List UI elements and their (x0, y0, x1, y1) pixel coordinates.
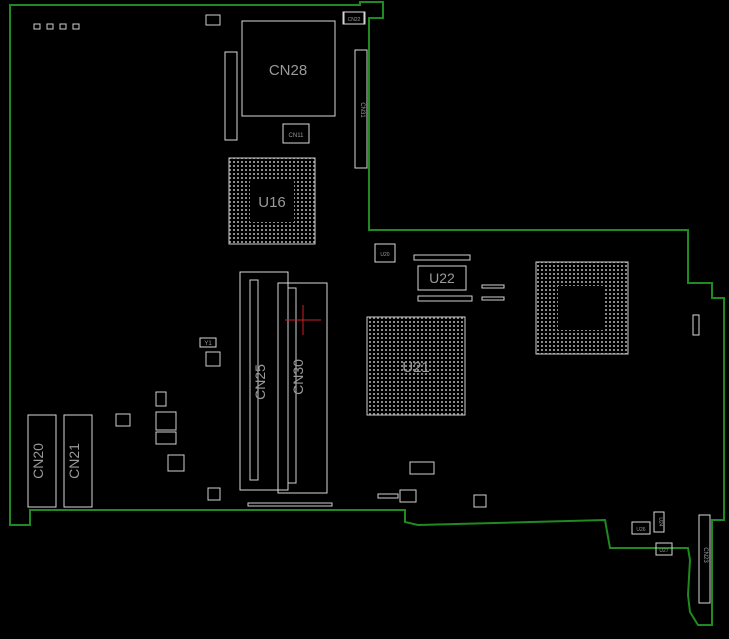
bga-right-center (558, 286, 604, 330)
component-cn11[interactable]: CN11 (282, 123, 310, 144)
component-u16[interactable]: U16 (228, 157, 316, 245)
component-cn21[interactable]: CN21 (63, 414, 93, 508)
component-u24[interactable]: U24 (653, 511, 665, 533)
cn22-label: CN22 (348, 17, 361, 23)
u16-label: U16 (258, 194, 286, 211)
u22-label: U22 (429, 270, 455, 286)
component-cn22[interactable]: CN22 (343, 11, 365, 25)
component-cn31[interactable]: CN31 (354, 49, 368, 169)
u27-label: U27 (659, 548, 668, 554)
u21-label: U21 (402, 359, 430, 376)
component-u21[interactable]: U21 (366, 316, 466, 416)
component-u22[interactable]: U22 (417, 265, 467, 291)
component-cn20[interactable]: CN20 (27, 414, 57, 508)
component-cn25[interactable]: CN25 (239, 271, 289, 491)
cn28-label: CN28 (269, 62, 307, 79)
board-outline (9, 1, 725, 626)
component-u20[interactable]: U20 (374, 243, 396, 263)
cn25-label: CN25 (252, 364, 268, 400)
cn23-label: CN23 (702, 547, 708, 563)
cn31-label: CN31 (359, 102, 365, 118)
part-right-edge (692, 314, 700, 336)
bottom-strip (247, 502, 333, 507)
u20-label: U20 (380, 252, 389, 258)
component-u26[interactable]: U26 (631, 521, 651, 535)
component-cn23[interactable]: CN23 (698, 514, 711, 604)
u26-label: U26 (636, 527, 645, 533)
cn21-label: CN21 (66, 443, 82, 479)
cn30-label: CN30 (290, 359, 306, 395)
misc-small-parts (115, 351, 487, 508)
resistor-row (413, 254, 505, 302)
cn11-label: CN11 (289, 133, 305, 139)
component-u27[interactable]: U27 (655, 542, 673, 556)
cn20-label: CN20 (30, 443, 46, 479)
component-y1[interactable]: Y1 (199, 337, 217, 348)
component-cn30[interactable]: CN30 (277, 282, 328, 494)
connector-strip-left (224, 51, 238, 141)
u24-label: U24 (657, 517, 663, 526)
selection-crosshair (285, 305, 321, 335)
component-cn28[interactable]: CN28 (241, 20, 336, 117)
y1-label: Y1 (204, 341, 212, 347)
